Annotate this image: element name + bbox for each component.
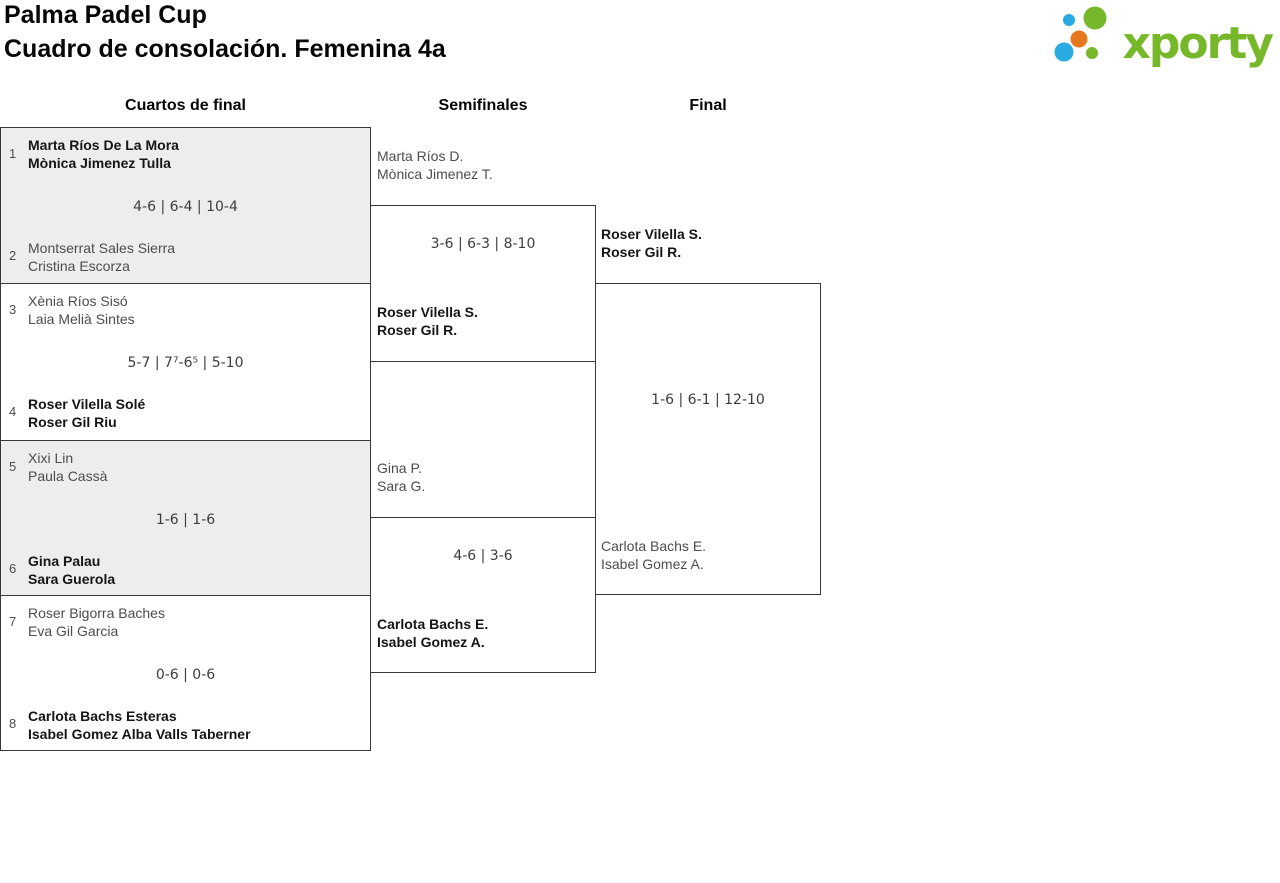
player-name: Isabel Gomez A. [377,634,485,650]
sf1-bottom-team: Roser Vilella S. Roser Gil R. [377,303,478,339]
sf-match-2-box [370,517,596,673]
team-name-pair: Xixi Lin Paula Cassà [28,449,107,485]
player-name: Roser Gil Riu [28,414,117,430]
player-name: Roser Vilella S. [377,304,478,320]
team-name-pair: Montserrat Sales Sierra Cristina Escorza [28,239,175,275]
player-name: Xènia Ríos Sisó [28,293,128,309]
player-name: Roser Bigorra Baches [28,605,165,621]
seed-number: 6 [9,561,17,576]
column-header-quarterfinals: Cuartos de final [125,97,246,114]
player-name: Sara Guerola [28,571,116,587]
qf-match-1-box: 1 Marta Ríos De La Mora Mònica Jimenez T… [0,127,371,284]
player-name: Cristina Escorza [28,258,130,274]
final-match-box [595,283,821,595]
column-header-semifinals: Semifinales [438,97,528,114]
player-name: Isabel Gomez A. [601,556,704,572]
sf1-score: 3-6 | 6-3 | 8-10 [430,236,536,252]
seed-number: 3 [9,302,17,317]
player-name: Sara G. [377,478,426,494]
seed-number: 2 [9,248,17,263]
player-name: Gina Palau [28,553,101,569]
seed-number: 1 [9,146,17,161]
match-score: 4-6 | 6-4 | 10-4 [133,199,238,215]
player-name: Laia Melià Sintes [28,311,135,327]
player-name: Roser Vilella S. [601,226,702,242]
logo-dot-big-blue [1054,42,1074,62]
team-name-pair: Gina Palau Sara Guerola [28,552,115,588]
final-top-team: Roser Vilella S. Roser Gil R. [601,225,702,261]
xporty-logo: xporty [1048,4,1280,70]
team-name-pair: Xènia Ríos Sisó Laia Melià Sintes [28,292,135,328]
player-name: Carlota Bachs E. [601,538,707,554]
match-score: 0-6 | 0-6 [155,667,216,683]
qf-match-3-box: 5 Xixi Lin Paula Cassà 1-6 | 1-6 6 Gina … [0,440,371,596]
player-name: Roser Vilella Solé [28,396,146,412]
qf-match-2-box: 3 Xènia Ríos Sisó Laia Melià Sintes 5-7 … [0,283,371,441]
logo-text: xporty [1122,18,1273,69]
player-name: Mònica Jimenez Tulla [28,155,171,171]
player-name: Xixi Lin [28,450,74,466]
column-header-final: Final [689,97,727,114]
sf2-score: 4-6 | 3-6 [453,548,513,564]
sf2-top-team: Gina P. Sara G. [377,459,425,495]
sf1-top-team: Marta Ríos D. Mònica Jimenez T. [377,147,493,183]
player-name: Gina P. [377,460,422,476]
player-name: Roser Gil R. [601,244,682,260]
final-bottom-team: Carlota Bachs E. Isabel Gomez A. [601,537,706,573]
player-name: Isabel Gomez Alba Valls Taberner [28,726,251,742]
match-score: 1-6 | 1-6 [155,512,216,528]
player-name: Montserrat Sales Sierra [28,240,176,256]
logo-graphic: xporty [1054,6,1275,69]
player-name: Mònica Jimenez T. [377,166,493,182]
sf2-bottom-team: Carlota Bachs E. Isabel Gomez A. [377,615,488,651]
logo-dot-small-green [1086,47,1098,59]
match-score: 5-7 | 7⁷-6⁵ | 5-10 [127,355,244,371]
team-name-pair: Carlota Bachs Esteras Isabel Gomez Alba … [28,707,251,743]
bracket-subtitle: Cuadro de consolación. Femenina 4a [4,35,446,63]
logo-dot-big-green [1083,6,1107,30]
team-name-pair: Roser Bigorra Baches Eva Gil Garcia [28,604,165,640]
seed-number: 5 [9,459,17,474]
team-name-pair: Marta Ríos De La Mora Mònica Jimenez Tul… [28,136,179,172]
page-title: Palma Padel Cup Cuadro de consolación. F… [4,0,446,66]
player-name: Eva Gil Garcia [28,623,119,639]
player-name: Roser Gil R. [377,322,458,338]
seed-number: 4 [9,404,17,419]
tournament-name: Palma Padel Cup [4,1,207,29]
player-name: Marta Ríos De La Mora [28,137,179,153]
player-name: Marta Ríos D. [377,148,464,164]
player-name: Carlota Bachs Esteras [28,708,177,724]
player-name: Paula Cassà [28,468,108,484]
seed-number: 8 [9,716,17,731]
seed-number: 7 [9,614,17,629]
final-score: 1-6 | 6-1 | 12-10 [651,392,765,408]
logo-dot-small-blue [1063,14,1075,26]
qf-match-4-box: 7 Roser Bigorra Baches Eva Gil Garcia 0-… [0,595,371,751]
logo-dot-orange [1070,30,1088,48]
team-name-pair: Roser Vilella Solé Roser Gil Riu [28,395,145,431]
player-name: Carlota Bachs E. [377,616,489,632]
